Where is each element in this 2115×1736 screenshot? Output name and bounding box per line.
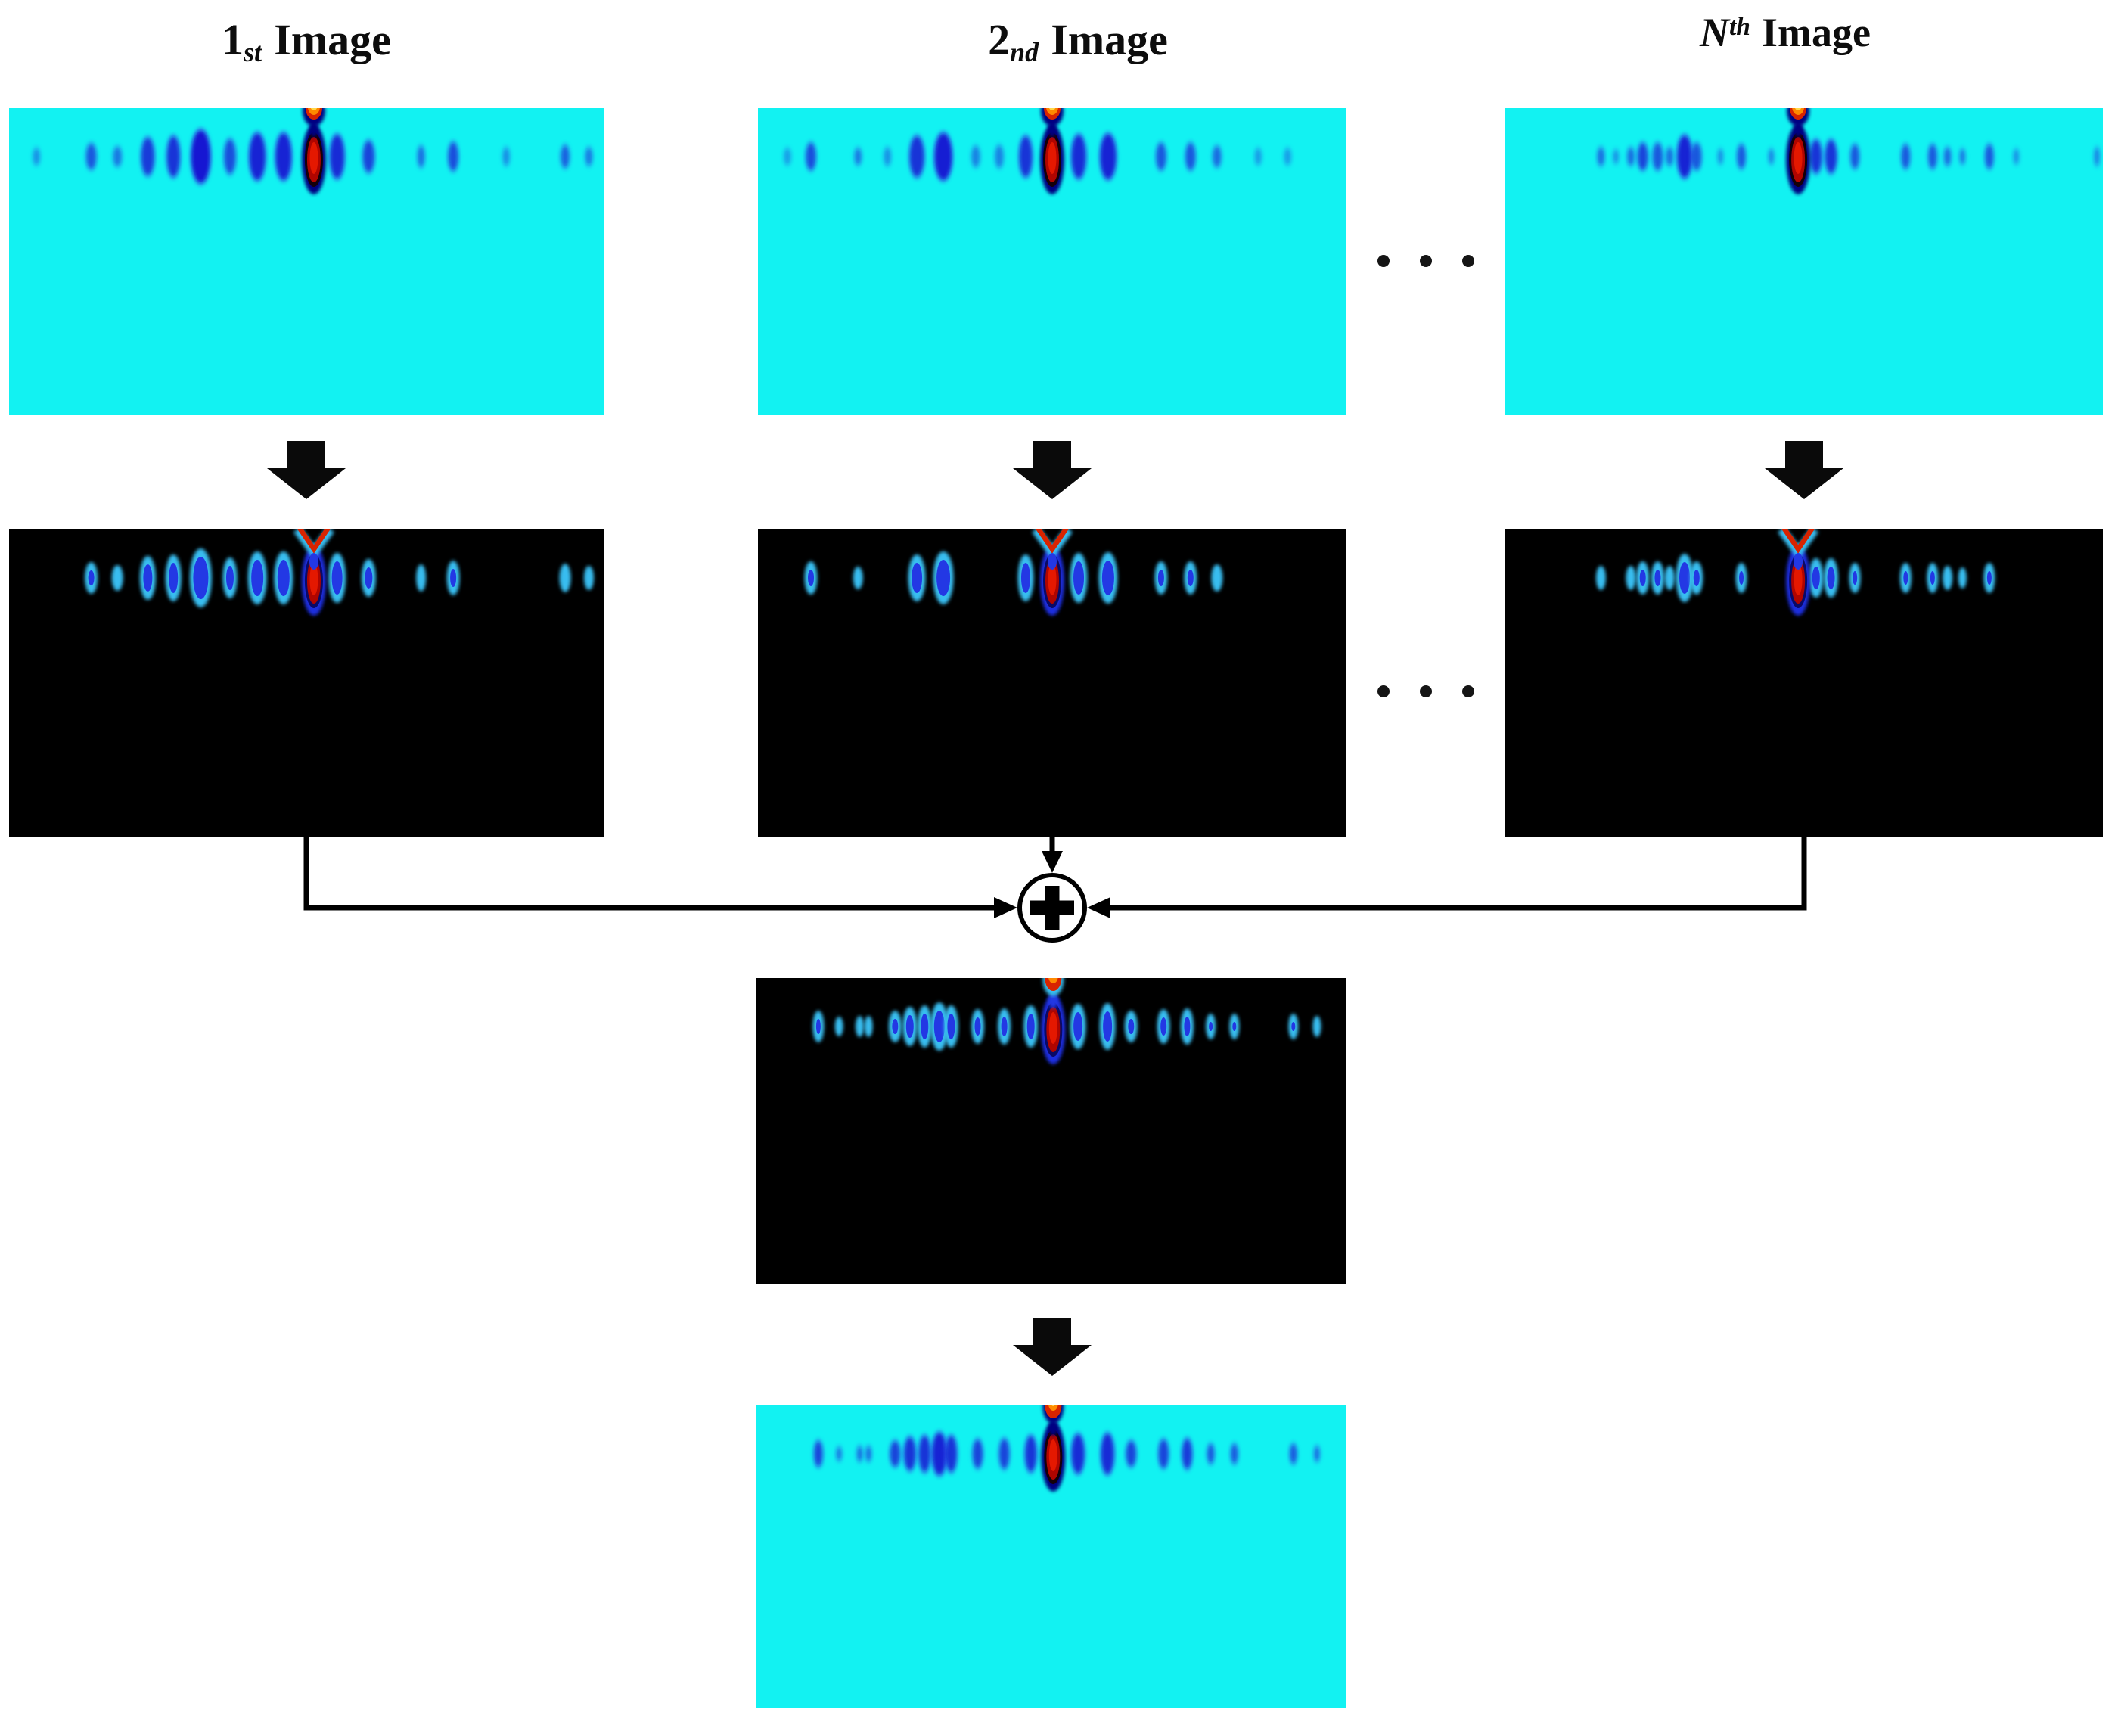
thresholded-image-n: [1505, 529, 2103, 837]
down-arrow-2: [1013, 441, 1092, 499]
source-image-2: [758, 108, 1346, 415]
label-ordinal-suffix: nd: [1010, 36, 1039, 67]
plus-icon: [1045, 886, 1060, 930]
final-image: [756, 1405, 1346, 1708]
connector-right: [1110, 836, 1807, 911]
down-arrow-1: [267, 441, 346, 499]
source-image-n: [1505, 108, 2103, 415]
label-nth-image: Nth Image: [1700, 12, 1871, 53]
label-ordinal-suffix: st: [244, 36, 262, 67]
label-word: Image: [274, 15, 391, 64]
down-arrow-final: [1013, 1318, 1092, 1376]
sum-node: [1017, 873, 1087, 943]
down-arrow-3: [1765, 441, 1843, 499]
thresholded-image-1: [9, 529, 604, 837]
connector-middle-arrowhead: [1042, 851, 1063, 873]
label-word: Image: [1051, 15, 1168, 64]
label-word: Image: [1762, 10, 1871, 55]
ellipsis-dots: [1377, 255, 1474, 697]
source-image-1: [9, 108, 604, 415]
label-number: 2: [988, 15, 1011, 64]
summed-image: [756, 978, 1346, 1284]
label-second-image: 2nd Image: [988, 18, 1168, 67]
label-number: 1: [222, 15, 244, 64]
label-first-image: 1st Image: [222, 18, 391, 67]
thresholded-image-2: [758, 529, 1346, 837]
connector-left-arrowhead: [994, 897, 1017, 918]
label-ordinal-suffix: th: [1729, 12, 1750, 41]
label-number: N: [1700, 10, 1729, 55]
connector-right-arrowhead: [1087, 897, 1110, 918]
connector-left: [303, 836, 995, 911]
